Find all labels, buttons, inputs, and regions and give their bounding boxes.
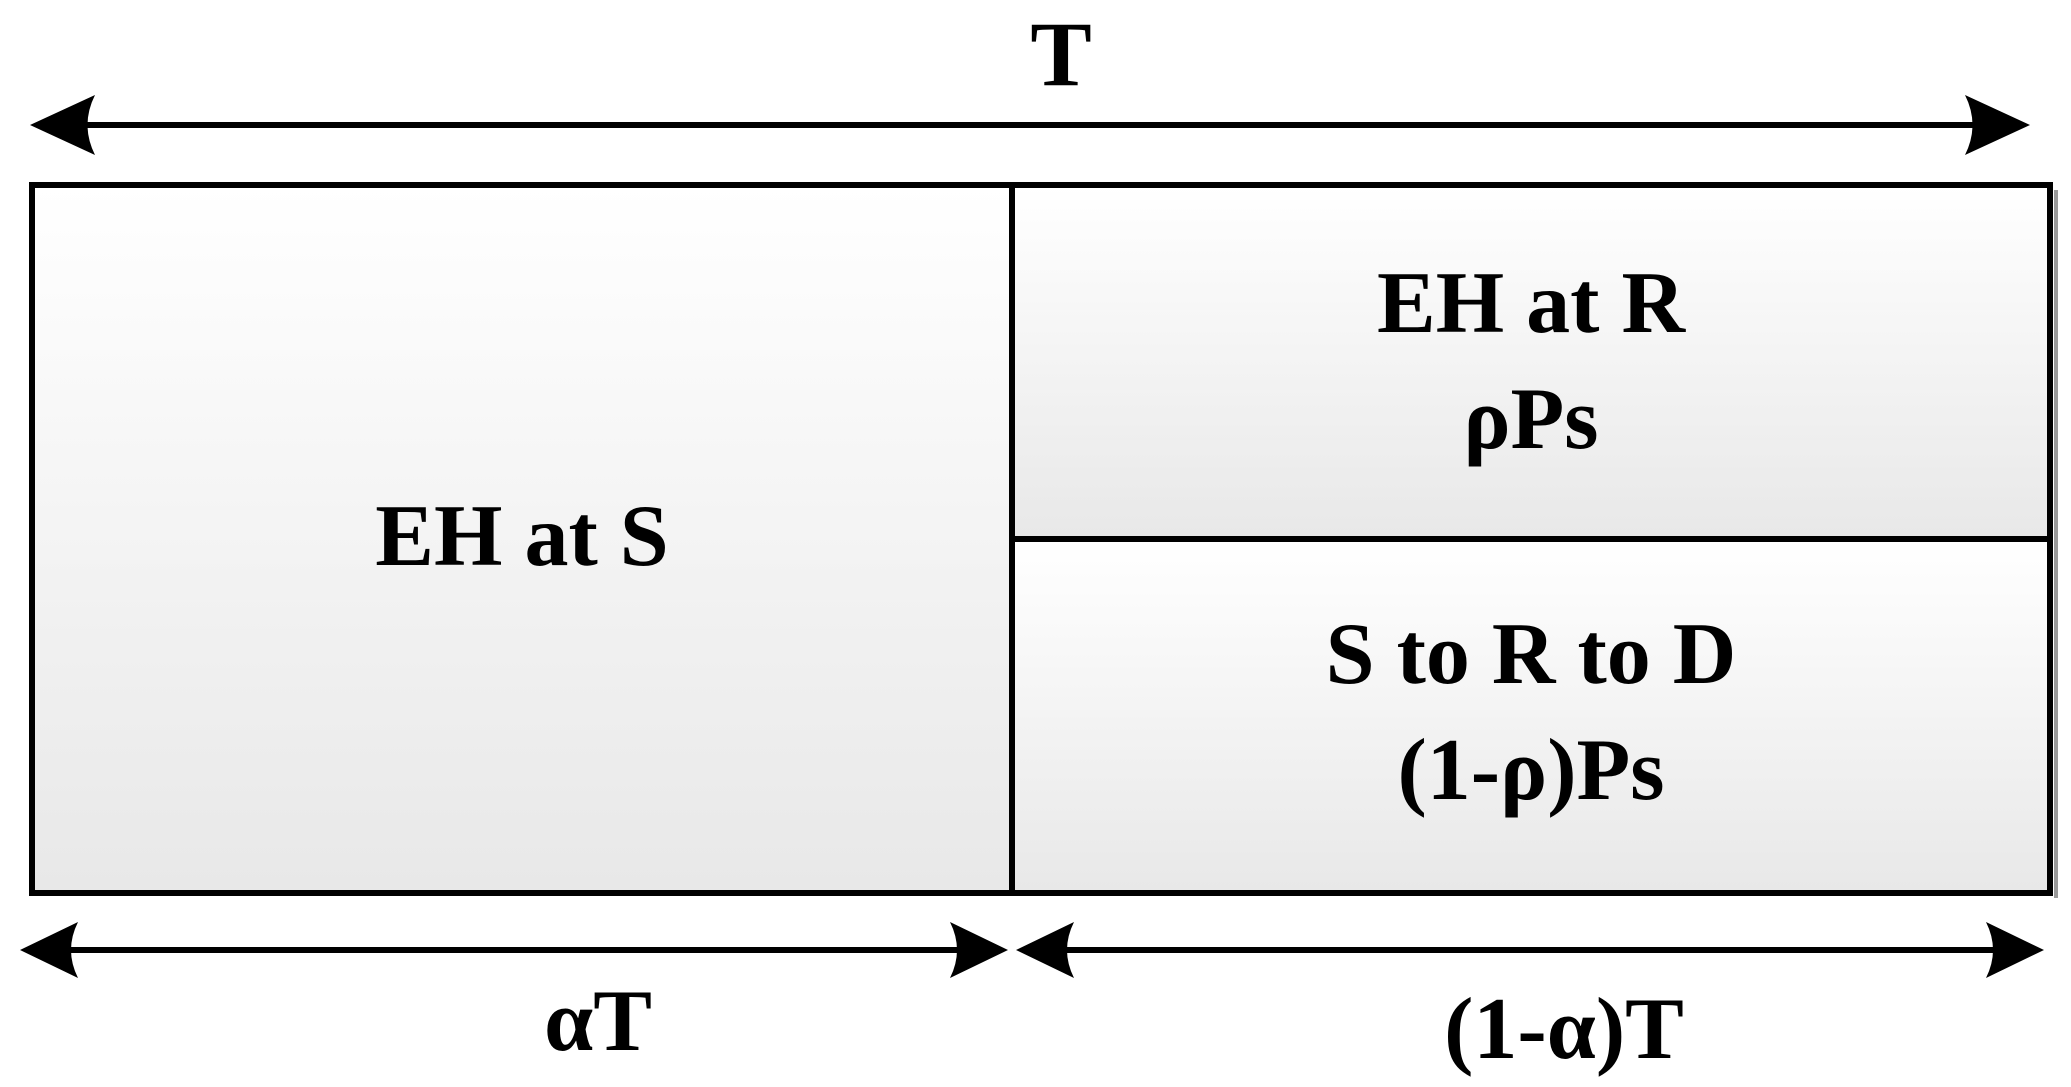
block-right-bottom-line1: S to R to D bbox=[1326, 606, 1737, 703]
left-period-label: αT bbox=[544, 973, 652, 1070]
right-period-arrow bbox=[1016, 922, 2044, 978]
left-period-arrow bbox=[20, 922, 1008, 978]
arrowhead-right-icon bbox=[950, 922, 1008, 978]
arrowhead-right-icon bbox=[1965, 95, 2030, 155]
total-period-label: T bbox=[1030, 3, 1091, 105]
right-period-label: (1-α)T bbox=[1444, 981, 1684, 1078]
block-left-label: EH at S bbox=[375, 488, 668, 585]
arrowhead-right-icon bbox=[1986, 922, 2044, 978]
arrowhead-left-icon bbox=[20, 922, 78, 978]
total-period-arrow bbox=[30, 95, 2030, 155]
block-s-to-r-to-d bbox=[1009, 536, 2053, 896]
block-eh-at-s bbox=[29, 182, 1015, 896]
block-right-top-line2: ρPs bbox=[1463, 371, 1598, 468]
block-right-bottom-line2: (1-ρ)Ps bbox=[1397, 722, 1664, 819]
block-eh-at-r bbox=[1009, 182, 2053, 542]
arrowhead-left-icon bbox=[30, 95, 95, 155]
arrowhead-left-icon bbox=[1016, 922, 1074, 978]
block-right-top-line1: EH at R bbox=[1377, 255, 1686, 352]
